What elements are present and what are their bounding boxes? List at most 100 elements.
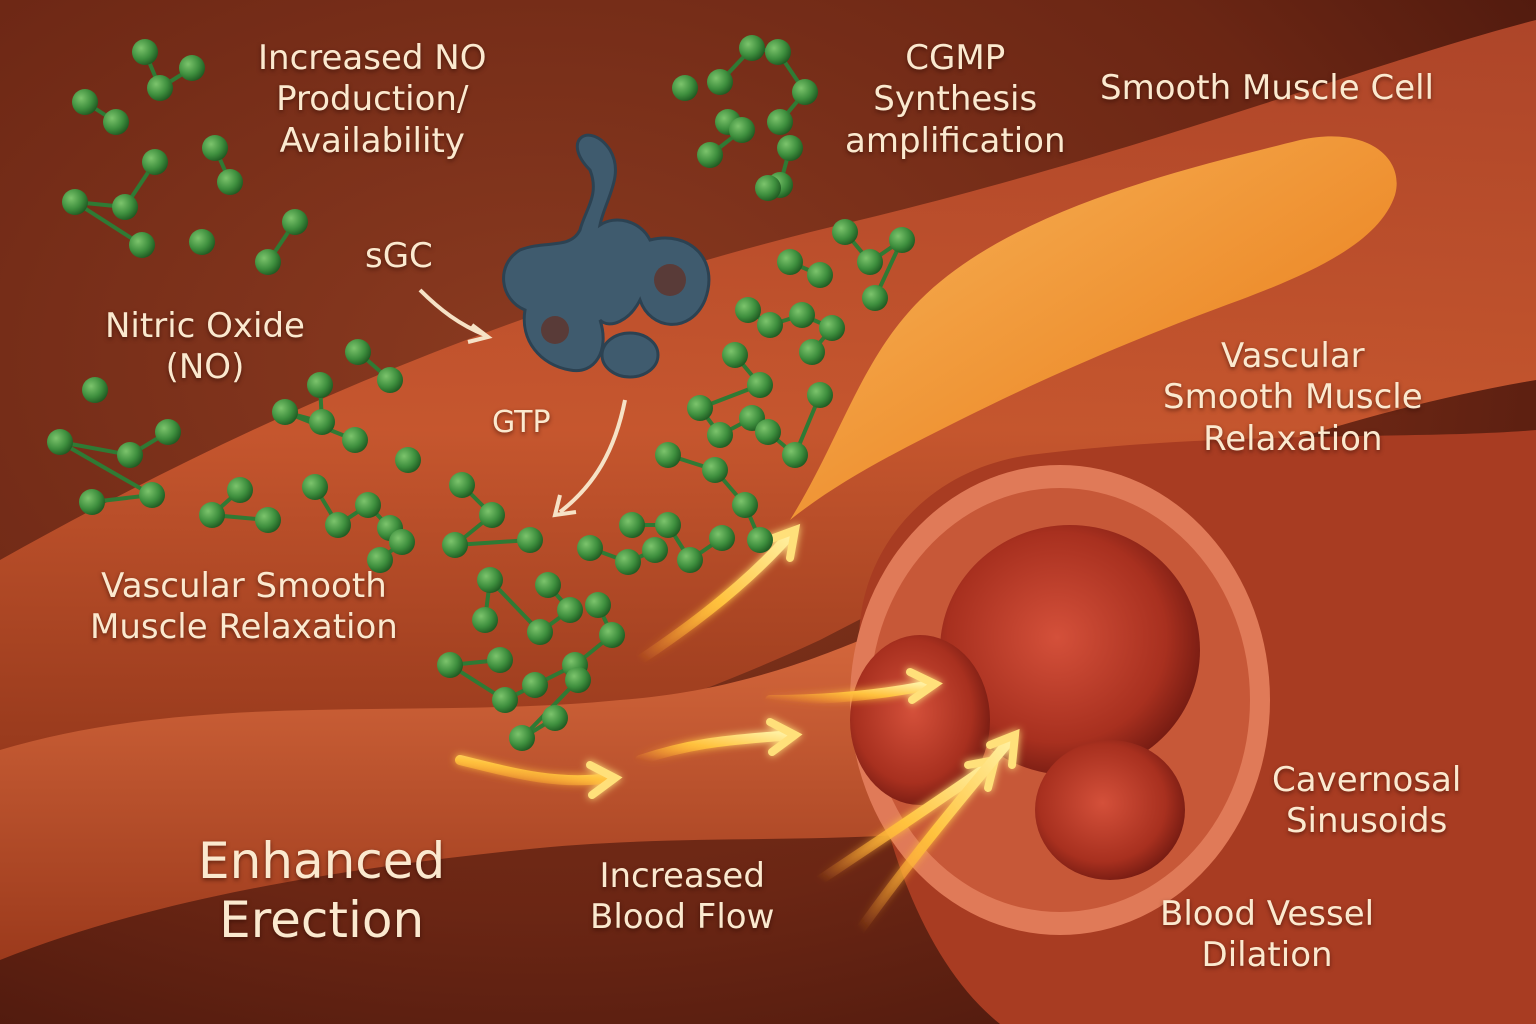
nitric-oxide-molecule-icon <box>557 597 583 623</box>
nitric-oxide-molecule-icon <box>307 372 333 398</box>
nitric-oxide-molecule-icon <box>819 315 845 341</box>
lower-vessel <box>0 610 1010 960</box>
main-lumen <box>940 525 1200 775</box>
nitric-oxide-molecule-icon <box>697 142 723 168</box>
nitric-oxide-molecule-icon <box>832 219 858 245</box>
nitric-oxide-molecule-icon <box>389 529 415 555</box>
nitric-oxide-molecule-icon <box>527 619 553 645</box>
nitric-oxide-molecule-icon <box>687 395 713 421</box>
nitric-oxide-molecule-icon <box>62 189 88 215</box>
nitric-oxide-molecule-icon <box>732 492 758 518</box>
nitric-oxide-molecule-icon <box>492 687 518 713</box>
nitric-oxide-molecule-icon <box>179 55 205 81</box>
nitric-oxide-molecule-icon <box>857 249 883 275</box>
nitric-oxide-molecule-icon <box>112 194 138 220</box>
nitric-oxide-label: Nitric Oxide(NO) <box>105 306 305 388</box>
nitric-oxide-molecule-icon <box>755 175 781 201</box>
nitric-oxide-molecule-icon <box>72 89 98 115</box>
nitric-oxide-molecule-icon <box>585 592 611 618</box>
nitric-oxide-molecule-icon <box>747 527 773 553</box>
gtp-pointer-arrow <box>558 399 627 514</box>
nitric-oxide-molecule-icon <box>449 472 475 498</box>
nitric-oxide-molecule-icon <box>282 209 308 235</box>
nitric-oxide-molecule-icon <box>395 447 421 473</box>
nitric-oxide-molecule-icon <box>755 419 781 445</box>
nitric-oxide-molecule-icon <box>599 622 625 648</box>
nitric-oxide-molecule-icon <box>729 117 755 143</box>
nitric-oxide-molecule-icon <box>777 135 803 161</box>
nitric-oxide-molecule-icon <box>707 69 733 95</box>
nitric-oxide-molecule-icon <box>479 502 505 528</box>
nitric-oxide-molecule-icon <box>542 705 568 731</box>
nitric-oxide-molecule-icon <box>792 79 818 105</box>
nitric-oxide-molecule-icon <box>862 285 888 311</box>
nitric-oxide-molecule-icon <box>615 549 641 575</box>
nitric-oxide-molecule-icon <box>325 512 351 538</box>
nitric-oxide-molecule-icon <box>189 229 215 255</box>
sgc-enzyme-icon <box>502 133 711 379</box>
nitric-oxide-molecule-icon <box>255 507 281 533</box>
nitric-oxide-molecule-icon <box>517 527 543 553</box>
nitric-oxide-molecule-icon <box>757 312 783 338</box>
nitric-oxide-molecule-icon <box>355 492 381 518</box>
nitric-oxide-molecule-icon <box>367 547 393 573</box>
nitric-oxide-molecule-icon <box>782 442 808 468</box>
nitric-oxide-molecule-icon <box>655 512 681 538</box>
nitric-oxide-molecule-icon <box>709 525 735 551</box>
nitric-oxide-molecule-icon <box>227 477 253 503</box>
nitric-oxide-molecule-icon <box>672 75 698 101</box>
nitric-oxide-molecule-icon <box>472 607 498 633</box>
smooth-muscle-cell-label: Smooth Muscle Cell <box>1100 68 1435 108</box>
smooth-muscle-cell <box>790 136 1397 521</box>
nitric-oxide-molecule-icon <box>702 457 728 483</box>
nitric-oxide-molecule-icon <box>79 489 105 515</box>
nitric-oxide-molecule-icon <box>642 537 668 563</box>
nitric-oxide-molecule-icon <box>565 667 591 693</box>
nitric-oxide-molecule-icon <box>535 572 561 598</box>
nitric-oxide-molecule-icon <box>142 149 168 175</box>
nitric-oxide-molecule-icon <box>117 442 143 468</box>
nitric-oxide-molecule-icon <box>272 399 298 425</box>
nitric-oxide-molecule-icon <box>255 249 281 275</box>
nitric-oxide-molecule-icon <box>103 109 129 135</box>
gtp-label: GTP <box>492 405 551 440</box>
nitric-oxide-molecule-icon <box>707 422 733 448</box>
nitric-oxide-molecule-icon <box>677 547 703 573</box>
nitric-oxide-molecule-icon <box>655 442 681 468</box>
nitric-oxide-molecule-icon <box>739 35 765 61</box>
molecule-bond <box>59 440 153 497</box>
nitric-oxide-molecule-icon <box>807 382 833 408</box>
nitric-oxide-molecule-icon <box>735 297 761 323</box>
nitric-oxide-molecule-icon <box>799 339 825 365</box>
nitric-oxide-molecule-icon <box>789 302 815 328</box>
nitric-oxide-molecule-icon <box>199 502 225 528</box>
nitric-oxide-molecule-icon <box>767 109 793 135</box>
nitric-oxide-molecule-icon <box>47 429 73 455</box>
nitric-oxide-molecule-icon <box>377 367 403 393</box>
nitric-oxide-molecule-icon <box>437 652 463 678</box>
nitric-oxide-molecule-icon <box>509 725 535 751</box>
nitric-oxide-molecule-icon <box>129 232 155 258</box>
nitric-oxide-molecule-icon <box>722 342 748 368</box>
nitric-oxide-molecule-icon <box>202 135 228 161</box>
nitric-oxide-molecule-icon <box>345 339 371 365</box>
nitric-oxide-molecule-icon <box>442 532 468 558</box>
nitric-oxide-molecule-icon <box>577 535 603 561</box>
nitric-oxide-molecule-icon <box>342 427 368 453</box>
nitric-oxide-molecule-icon <box>487 647 513 673</box>
nitric-oxide-molecule-icon <box>139 482 165 508</box>
nitric-oxide-molecule-icon <box>155 419 181 445</box>
small-lumen-right <box>1035 740 1185 880</box>
nitric-oxide-molecule-icon <box>302 474 328 500</box>
nitric-oxide-molecule-icon <box>889 227 915 253</box>
vessel-cross-section <box>850 430 1536 1024</box>
